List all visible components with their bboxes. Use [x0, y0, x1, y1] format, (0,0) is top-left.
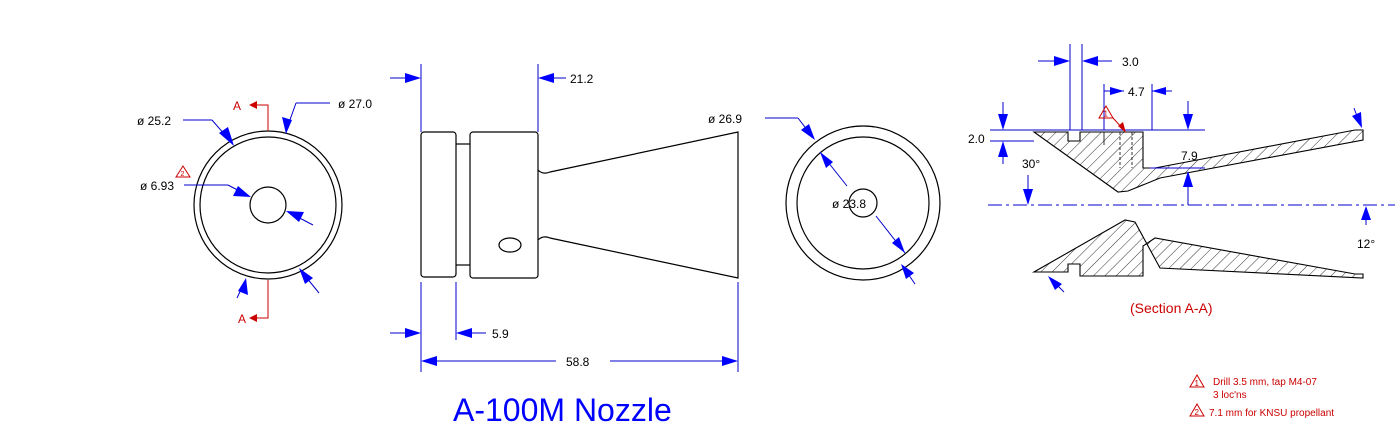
front-outer-diameter-label: ø 27.0: [338, 97, 372, 111]
dim-5-9: 5.9: [492, 327, 509, 341]
arrow: [820, 152, 833, 168]
exit-throat-diameter-label: ø 23.8: [832, 197, 866, 211]
arrow: [998, 114, 1008, 130]
section-cut-bottom: [256, 280, 269, 319]
section-caption: (Section A-A): [1130, 300, 1212, 316]
arrow: [238, 278, 248, 295]
arrow: [998, 141, 1008, 157]
note-1-marker: 1: [1104, 110, 1109, 119]
arrow: [282, 117, 292, 134]
arrow: [405, 328, 421, 338]
note-2-marker: 2: [181, 171, 185, 178]
dim-21-2: 21.2: [570, 72, 594, 86]
exit-inner-circle: [796, 136, 930, 270]
angle-12: 12°: [1357, 237, 1375, 251]
cone: [537, 131, 739, 279]
arrow: [421, 356, 437, 366]
arrow: [722, 356, 738, 366]
section-cut-top: [256, 104, 269, 131]
flange: [420, 131, 457, 278]
section-lower-wall: [1031, 219, 1364, 279]
note-2-line-1: 7.1 mm for KNSU propellant: [1209, 408, 1334, 419]
front-view: ø 27.0 ø 25.2 ø 6.93 2 A A: [137, 97, 372, 326]
arrow: [405, 73, 421, 83]
note-1-line-1: Drill 3.5 mm, tap M4-07: [1213, 377, 1317, 388]
section-arrow-bottom: [249, 314, 257, 322]
dim-58-8: 58.8: [566, 355, 590, 369]
note-1-arrow: [1118, 122, 1126, 133]
front-outer-circle: [193, 130, 343, 280]
section-letter-top: A: [233, 99, 241, 113]
exit-view: ø 26.9 ø 23.8: [708, 112, 941, 285]
body: [469, 131, 539, 279]
front-throat-circle: [249, 186, 287, 224]
arrow: [892, 237, 905, 253]
note-1-legend-marker: 1: [1195, 379, 1200, 388]
section-upper-wall: [1032, 129, 1364, 193]
arrow: [1082, 56, 1098, 66]
arrow: [219, 127, 234, 146]
note-2-legend-triangle: [1189, 403, 1205, 417]
section-arrow-top: [249, 101, 257, 109]
arrow: [299, 268, 313, 284]
exit-throat-circle: [848, 188, 878, 218]
arrow: [1352, 112, 1362, 128]
note-2-legend-marker: 2: [1195, 408, 1200, 417]
arrow: [1152, 87, 1166, 95]
exit-outer-circle: [785, 125, 941, 281]
arrow: [538, 73, 554, 83]
arrow: [1054, 56, 1070, 66]
arrow: [1361, 206, 1371, 220]
dim-4-7: 4.7: [1128, 85, 1145, 99]
arrow: [456, 328, 472, 338]
dim-2-0: 2.0: [968, 132, 985, 146]
arrow: [801, 124, 815, 140]
note-1-line-2: 3 loc'ns: [1213, 390, 1247, 401]
arrow: [1183, 114, 1193, 130]
arrow: [233, 186, 251, 197]
front-throat-diameter-label: ø 6.93: [140, 179, 174, 193]
arrow: [286, 211, 304, 222]
arrow: [1183, 171, 1193, 187]
arrow: [901, 264, 914, 279]
note-1-triangle: [1098, 105, 1114, 119]
exit-diameter-symbol: ø 26.9: [708, 112, 742, 126]
arrow: [1023, 189, 1033, 205]
note-2-triangle: [175, 165, 191, 178]
drawing-title: A-100M Nozzle: [453, 392, 672, 428]
arrow: [1048, 276, 1062, 290]
notes: 1 Drill 3.5 mm, tap M4-07 3 loc'ns 2 7.1…: [1189, 374, 1334, 419]
dim-7-9: 7.9: [1181, 149, 1198, 163]
section-view: 3.0 4.7 2.0 7.9 30° 12°: [968, 44, 1395, 316]
section-letter-bottom: A: [238, 312, 246, 326]
front-inner-diameter-label: ø 25.2: [137, 114, 171, 128]
angle-30: 30°: [1022, 157, 1040, 171]
tap-hole: [498, 237, 522, 253]
front-inner-circle: [199, 136, 337, 274]
arrow: [1110, 87, 1124, 95]
side-view: 21.2 5.9 58.8: [390, 64, 739, 372]
note-1-legend-triangle: [1189, 374, 1205, 388]
dim-3-0: 3.0: [1122, 55, 1139, 69]
